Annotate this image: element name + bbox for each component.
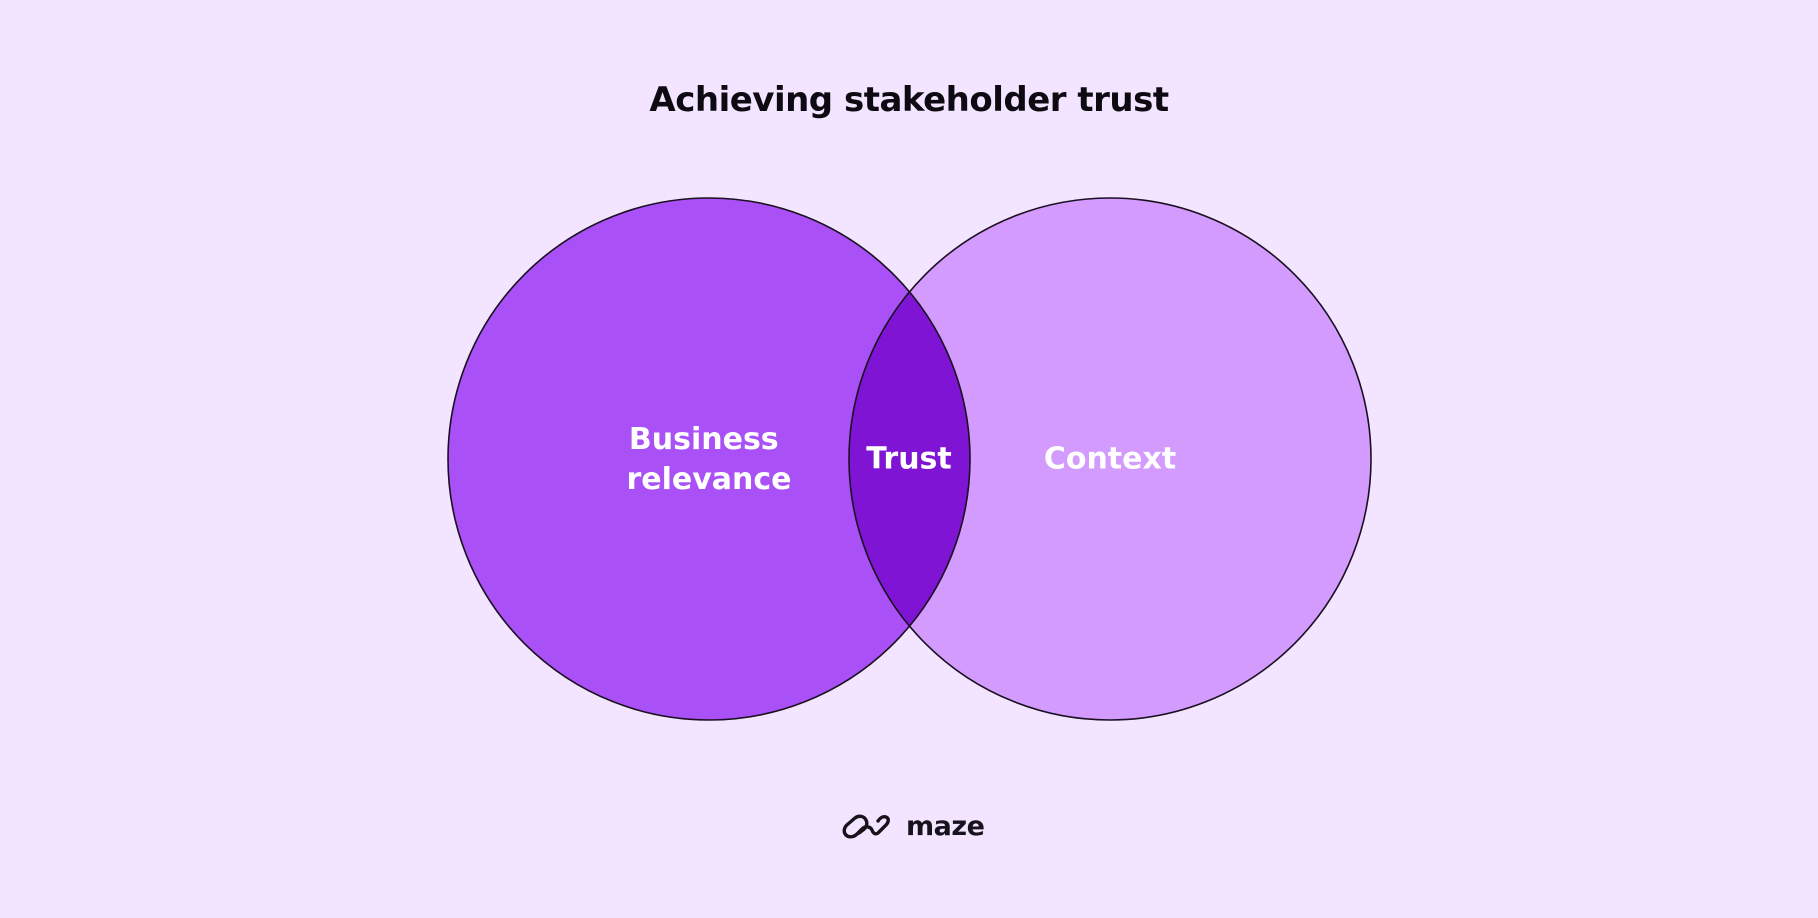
label-context: Context [1044,442,1176,477]
venn-circle-business-relevance [448,198,970,720]
brand-name: maze [906,811,985,842]
diagram-title: Achieving stakeholder trust [649,80,1169,120]
venn-outline-right [848,197,1372,721]
maze-logo: maze [842,811,985,842]
maze-logo-icon [842,814,890,839]
venn-circle-context [849,198,1371,720]
label-business-relevance-line-1: Business [629,422,779,457]
label-business-relevance-line-2: relevance [626,462,791,497]
label-business-relevance: Business relevance [626,422,791,497]
label-trust: Trust [866,442,952,477]
venn-outline-left [447,197,971,721]
